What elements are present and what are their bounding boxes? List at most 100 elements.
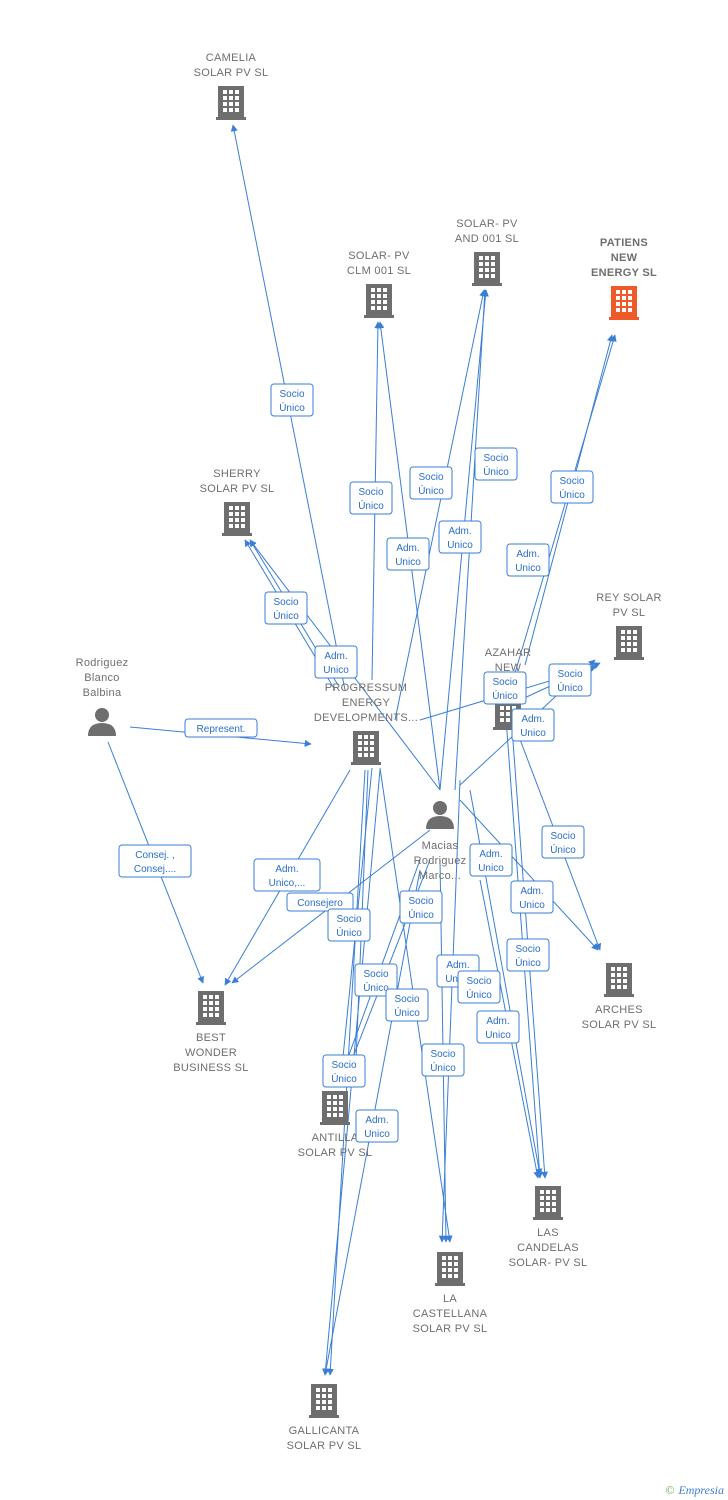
node-label-line: ENERGY [342, 697, 391, 709]
node-label-line: SOLAR PV SL [582, 1019, 657, 1031]
footer-brand[interactable]: ©Empresia [665, 1483, 724, 1498]
edge-label-text: Unico [520, 728, 546, 739]
node-label-line: DEVELOPMENTS... [314, 712, 418, 724]
edge-label-text: Unico [519, 900, 545, 911]
building-icon [364, 284, 394, 318]
node-label-line: BUSINESS SL [173, 1062, 248, 1074]
edge-label[interactable]: Represent. [184, 718, 258, 738]
edge-label[interactable]: Consej. ,Consej.... [118, 844, 192, 878]
node-castellana[interactable]: LA CASTELLANA SOLAR PV SL [413, 1252, 488, 1335]
edge-label-box [349, 481, 393, 515]
building-icon [609, 286, 639, 320]
edge-label-text: Socio [394, 994, 419, 1005]
edge-label-box [550, 470, 594, 504]
edge-label-text: Unico [364, 1129, 390, 1140]
edge-label-text: Único [559, 488, 585, 501]
relationship-edge [509, 334, 617, 691]
edge-label-text: Adm. [486, 1016, 509, 1027]
edge-label[interactable]: Adm.Unico [469, 843, 513, 877]
edge-label[interactable]: Adm.Unico [355, 1109, 399, 1143]
edge-label[interactable]: Adm.Unico [506, 543, 550, 577]
edge-label[interactable]: Adm.Unico,... [253, 858, 321, 892]
edge-label[interactable]: Adm.Unico [510, 880, 554, 914]
edge-label-text: Socio [363, 969, 388, 980]
person-icon [426, 801, 454, 829]
edge-label-box [270, 383, 314, 417]
edge-label-text: Socio [331, 1060, 356, 1071]
edge-label-text: Socio [273, 597, 298, 608]
node-label-line: WONDER [185, 1047, 237, 1059]
edge-label-box [511, 708, 555, 742]
edge-label-text: Consejero [297, 898, 343, 909]
edge-label-text: Único [430, 1061, 456, 1074]
node-label-line: CASTELLANA [413, 1308, 488, 1320]
edge-label[interactable]: Consejero [286, 892, 354, 912]
edge-label-text: Represent. [197, 724, 246, 735]
building-icon [222, 502, 252, 536]
node-label-line: SOLAR- PV [348, 250, 410, 262]
edge-label[interactable]: Adm.Unico [314, 645, 358, 679]
edge-label-box [438, 520, 482, 554]
edge-label-text: Unico [323, 665, 349, 676]
edge-label-text: Único [550, 843, 576, 856]
node-label-line: ENERGY SL [591, 267, 657, 279]
edge-label-box [548, 663, 592, 697]
edge-label-text: Socio [550, 831, 575, 842]
edge-label-text: Adm. [446, 960, 469, 971]
edge-label-box [474, 447, 518, 481]
edge-label-text: Socio [483, 453, 508, 464]
edge-label[interactable]: Adm.Unico [511, 708, 555, 742]
edge-label-box [253, 858, 321, 892]
edge-label[interactable]: Adm.Unico [476, 1010, 520, 1044]
node-label-line: LA [443, 1293, 457, 1305]
edge-label-text: Único [331, 1072, 357, 1085]
edge-label-text: Único [557, 681, 583, 694]
node-progressum[interactable]: PROGRESSUMENERGYDEVELOPMENTS... [314, 682, 418, 765]
edge-label-box [322, 1054, 366, 1088]
node-label-line: Rodriguez [76, 657, 129, 669]
node-macias[interactable]: MaciasRodriguezMarco... [414, 801, 467, 882]
building-icon [320, 1091, 350, 1125]
building-icon [309, 1384, 339, 1418]
building-icon [435, 1252, 465, 1286]
edge-label-text: Único [483, 465, 509, 478]
edge-label-text: Único [273, 609, 299, 622]
edge-label[interactable]: Adm.Unico [386, 537, 430, 571]
edge-label[interactable]: Adm.Unico [438, 520, 482, 554]
node-label-line: SOLAR PV SL [413, 1323, 488, 1335]
building-icon [614, 626, 644, 660]
relationship-edge [504, 699, 602, 951]
edge-label-text: Único [408, 908, 434, 921]
edge-label-box [510, 880, 554, 914]
